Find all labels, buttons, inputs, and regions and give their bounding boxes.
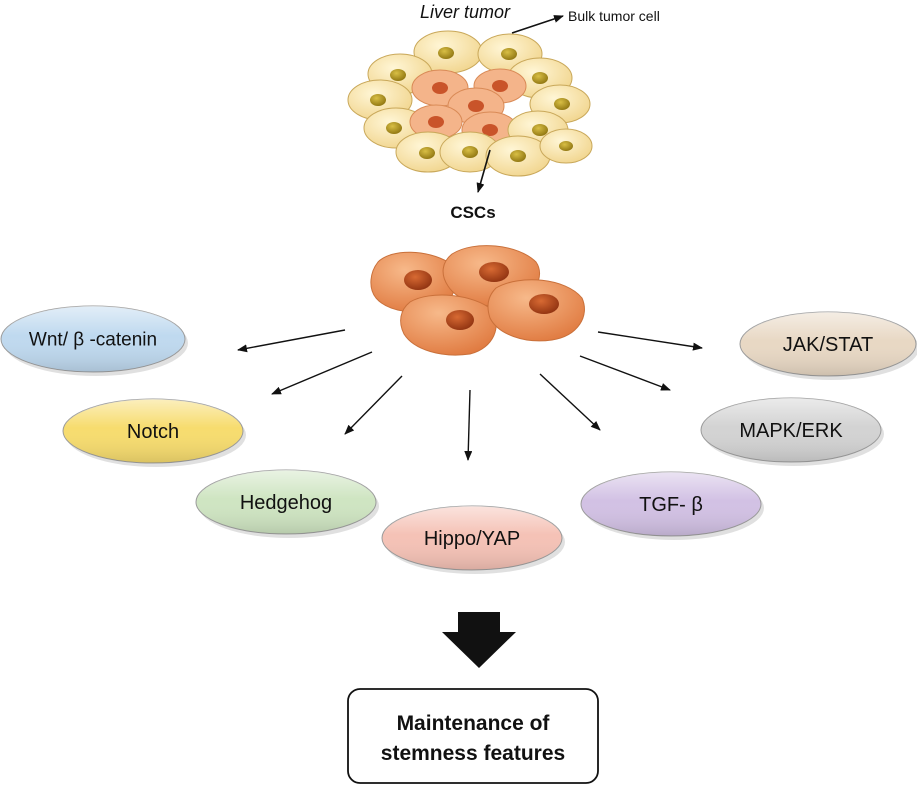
csc-label: CSCs bbox=[450, 203, 495, 222]
cancer-stem-cell bbox=[400, 294, 497, 356]
pathway-label: Hippo/YAP bbox=[424, 528, 520, 550]
csc-cluster bbox=[370, 245, 585, 356]
pathway-label: JAK/STAT bbox=[783, 334, 873, 356]
arrow-to-notch bbox=[271, 351, 373, 395]
pathway-oval-gloss bbox=[196, 470, 376, 534]
liver-tumor-cluster bbox=[347, 30, 593, 177]
csc-pointer-arrow bbox=[476, 149, 491, 193]
outcome-line-1: Maintenance of bbox=[397, 712, 551, 735]
pathway-hippo: Hippo/YAP bbox=[381, 505, 565, 574]
arrow-to-wnt bbox=[237, 329, 346, 353]
pathway-notch: Notch bbox=[62, 398, 246, 467]
bulk-cell-pointer-arrow bbox=[511, 15, 564, 34]
pathway-oval-gloss bbox=[63, 399, 243, 463]
arrow-to-mapk bbox=[579, 355, 671, 391]
pathway-label: Notch bbox=[127, 421, 179, 443]
arrow-to-jak bbox=[597, 331, 703, 351]
pathway-tgf: TGF- β bbox=[580, 471, 764, 540]
down-block-arrow bbox=[442, 612, 516, 668]
pathway-label: Wnt/ β -catenin bbox=[29, 330, 157, 351]
pathway-oval-gloss bbox=[740, 312, 916, 376]
cancer-stem-cell bbox=[487, 279, 585, 342]
pathway-jak: JAK/STAT bbox=[739, 311, 917, 380]
outcome-box bbox=[347, 688, 599, 784]
liver-tumor-title: Liver tumor bbox=[420, 2, 511, 22]
pathway-wnt: Wnt/ β -catenin bbox=[0, 305, 188, 376]
arrow-to-tgf bbox=[539, 373, 601, 431]
pathway-label: Hedgehog bbox=[240, 492, 332, 514]
bulk-tumor-cell bbox=[439, 131, 501, 173]
bulk-tumor-cell-label: Bulk tumor cell bbox=[568, 8, 660, 24]
pathway-oval-gloss bbox=[382, 506, 562, 570]
pathway-mapk: MAPK/ERK bbox=[700, 397, 884, 466]
pathway-arrows bbox=[237, 329, 703, 461]
arrow-to-hedgehog bbox=[344, 375, 403, 435]
pathway-hedgehog: Hedgehog bbox=[195, 469, 379, 538]
arrow-to-hippo bbox=[464, 389, 473, 461]
pathway-oval-gloss bbox=[701, 398, 881, 462]
pathway-label: TGF- β bbox=[639, 494, 703, 516]
pathway-oval-gloss bbox=[1, 306, 185, 372]
outcome-line-2: stemness features bbox=[381, 742, 565, 765]
pathway-oval-gloss bbox=[581, 472, 761, 536]
bulk-tumor-cell bbox=[539, 128, 593, 164]
pathway-label: MAPK/ERK bbox=[739, 420, 843, 442]
